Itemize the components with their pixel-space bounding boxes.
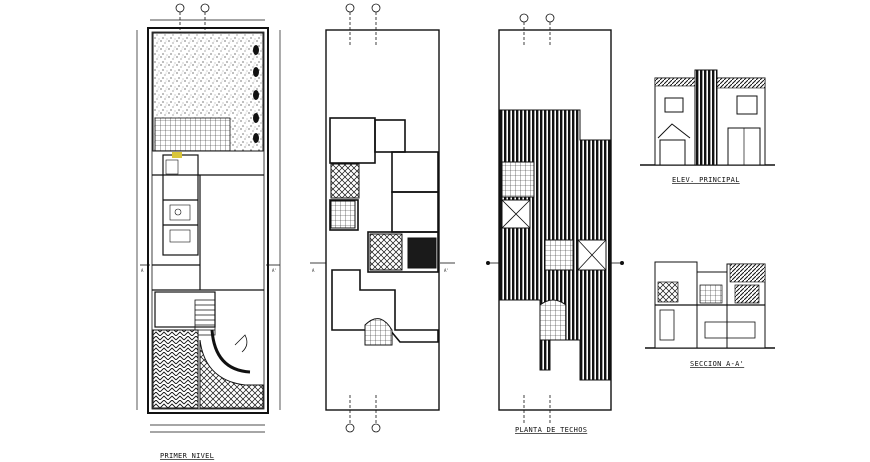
bath-tile-1 [330, 163, 360, 199]
bath-tile-2 [330, 200, 356, 229]
grid-marker-top [175, 3, 210, 40]
grid-marker-top-2 [345, 3, 381, 433]
terrace-tiles [154, 117, 231, 152]
garage-floor [152, 329, 199, 409]
first-level-plan: A A' PRIMER NIVEL [136, 3, 281, 460]
dimension-lines [136, 19, 281, 433]
roof-plan-title: PLANTA DE TECHOS [515, 426, 587, 434]
cut-a-left-2: A [312, 268, 315, 273]
second-level-plan: A A' [310, 3, 455, 433]
cut-a-right-2: A' [444, 268, 449, 273]
section-cut-markers-2: A A' [310, 262, 455, 273]
skylight-2 [544, 239, 574, 271]
roof-outline [498, 29, 612, 411]
first-level-title: PRIMER NIVEL [160, 452, 214, 460]
entry-patio [199, 339, 264, 409]
roof-plan: PLANTA DE TECHOS [486, 13, 624, 434]
section-cut-markers: A A' [140, 264, 280, 273]
skylight-1 [501, 161, 535, 198]
stairwell [407, 237, 437, 269]
section-title: SECCION A-A' [690, 360, 744, 368]
fixtures [165, 159, 191, 243]
section-aa: SECCION A-A' [645, 261, 775, 368]
second-level-rooms [329, 117, 439, 343]
cut-a-left: A [141, 268, 144, 273]
curved-wall [210, 329, 251, 374]
dome [539, 299, 567, 341]
interior-walls [152, 154, 264, 328]
bath-tile-3 [369, 233, 403, 271]
section-arrows [486, 261, 624, 265]
front-elevation-title: ELEV. PRINCIPAL [672, 176, 740, 184]
spiral-stair [364, 318, 393, 346]
door-swing [234, 334, 248, 353]
second-level-outline [325, 29, 440, 411]
shrubs [253, 45, 259, 143]
highlight-fixture [172, 152, 182, 158]
front-elevation: ELEV. PRINCIPAL [640, 69, 775, 184]
cut-a-right: A' [272, 268, 277, 273]
exterior-wall [147, 27, 269, 414]
